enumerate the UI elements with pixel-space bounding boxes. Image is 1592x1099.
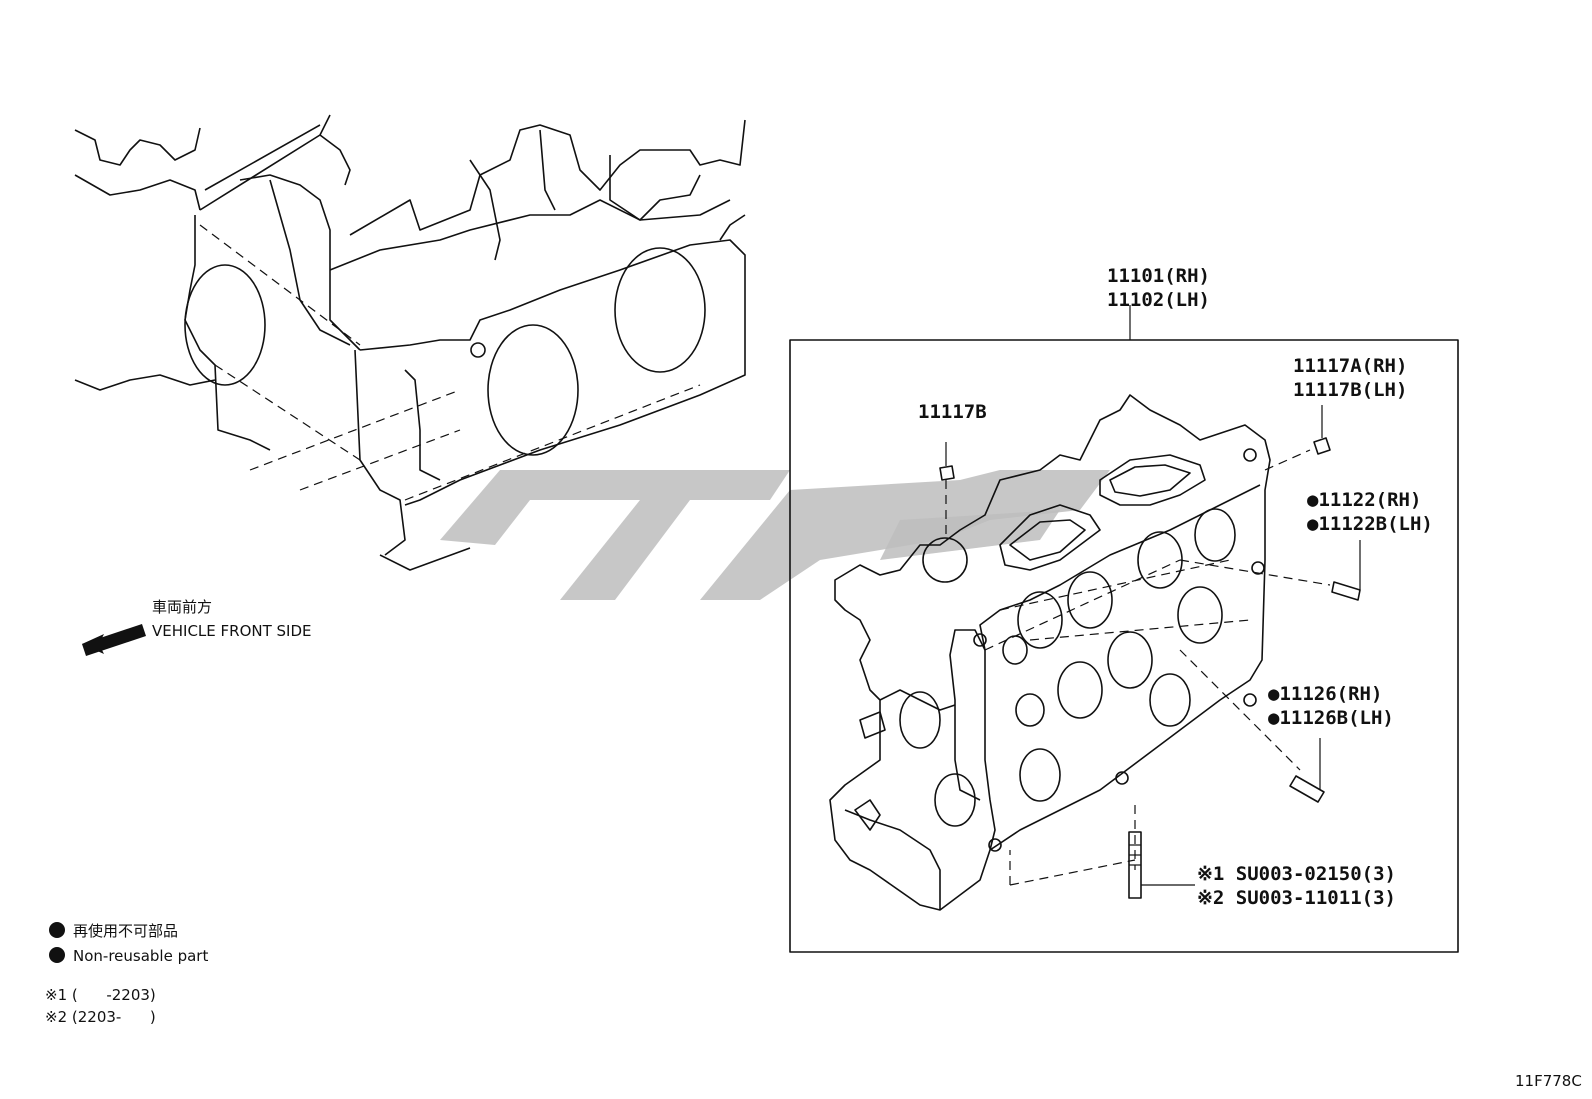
dowel-pin-11122: [1331, 540, 1361, 601]
label-11101-rh: 11101(RH): [1107, 265, 1210, 287]
legend-note-1: ※1 ( -2203): [45, 986, 156, 1004]
legend-note-2: ※2 (2203- ): [45, 1008, 156, 1026]
label-11117b: 11117B: [918, 401, 987, 423]
label-11117b-lh: 11117B(LH): [1293, 379, 1407, 401]
legend-bullet-jp: [49, 922, 65, 938]
legend-jp: 再使用不可部品: [73, 922, 178, 940]
legend-bullet-en: [49, 947, 65, 963]
plug-11117a: [1313, 405, 1331, 455]
figure-code: 11F778C: [1515, 1072, 1582, 1090]
label-11126-rh: ●11126(RH): [1268, 683, 1382, 705]
plug-11117b: [939, 442, 955, 481]
label-11117a-rh: 11117A(RH): [1293, 355, 1407, 377]
label-stud-1: ※1 SU003-02150(3): [1197, 863, 1396, 885]
legend-en: Non-reusable part: [73, 947, 208, 965]
watermark-logo: [440, 470, 1110, 600]
label-11126b-lh: ●11126B(LH): [1268, 707, 1394, 729]
engine-block-illustration: [74, 114, 746, 571]
label-11102-lh: 11102(LH): [1107, 289, 1210, 311]
dowel-pin-11126: [1289, 738, 1325, 803]
vehicle-front-label-en: VEHICLE FRONT SIDE: [152, 622, 312, 640]
label-stud-2: ※2 SU003-11011(3): [1197, 887, 1396, 909]
cylinder-head-illustration: [829, 394, 1331, 911]
vehicle-front-arrow: [82, 624, 146, 656]
stud-bolt: [1128, 831, 1195, 899]
vehicle-front-label-jp: 車両前方: [152, 598, 212, 616]
cylinder-head-callout-box: [789, 339, 1459, 953]
label-11122-rh: ●11122(RH): [1307, 489, 1421, 511]
label-11122b-lh: ●11122B(LH): [1307, 513, 1433, 535]
